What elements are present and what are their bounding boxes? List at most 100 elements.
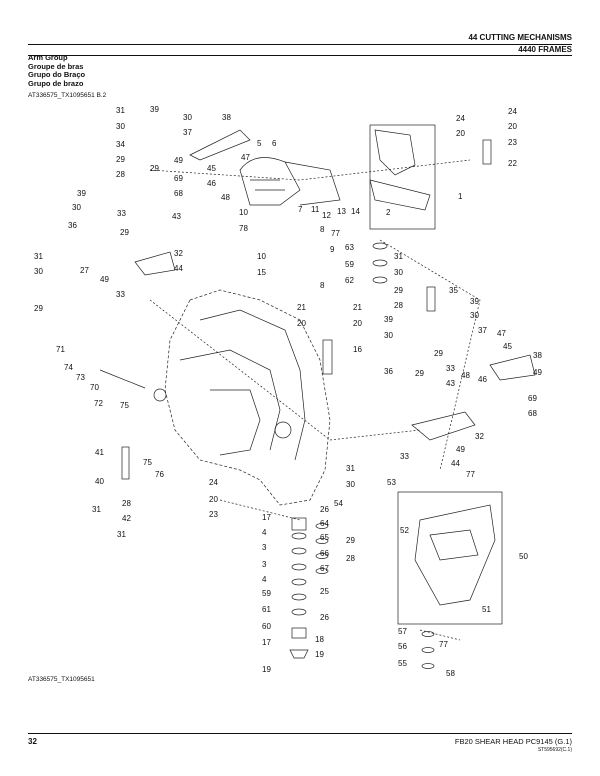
callout-49: 49 bbox=[533, 368, 542, 377]
callout-57: 57 bbox=[398, 627, 407, 636]
callout-49: 49 bbox=[456, 445, 465, 454]
callout-20: 20 bbox=[508, 122, 517, 131]
callout-56: 56 bbox=[398, 642, 407, 651]
header-divider-2 bbox=[28, 55, 572, 56]
callout-4: 4 bbox=[262, 575, 267, 584]
callout-11: 11 bbox=[311, 205, 320, 214]
callout-76: 76 bbox=[155, 470, 164, 479]
footer-divider bbox=[28, 733, 572, 734]
callout-47: 47 bbox=[241, 153, 250, 162]
callout-33: 33 bbox=[117, 209, 126, 218]
illustration-ref-bottom: AT336575_TX1095651 bbox=[28, 676, 95, 683]
callout-40: 40 bbox=[95, 477, 104, 486]
callout-26: 26 bbox=[320, 505, 329, 514]
callout-23: 23 bbox=[209, 510, 218, 519]
callout-41: 41 bbox=[95, 448, 104, 457]
callout-43: 43 bbox=[172, 212, 181, 221]
callout-6: 6 bbox=[272, 139, 277, 148]
callout-58: 58 bbox=[446, 669, 455, 678]
callout-44: 44 bbox=[174, 264, 183, 273]
callout-31: 31 bbox=[346, 464, 355, 473]
callout-17: 17 bbox=[262, 638, 271, 647]
callout-77: 77 bbox=[439, 640, 448, 649]
callout-29: 29 bbox=[394, 286, 403, 295]
callout-48: 48 bbox=[461, 371, 470, 380]
callout-8: 8 bbox=[320, 281, 325, 290]
callout-49: 49 bbox=[174, 156, 183, 165]
callout-75: 75 bbox=[120, 401, 129, 410]
callout-21: 21 bbox=[353, 303, 362, 312]
callout-3: 3 bbox=[262, 560, 267, 569]
callout-47: 47 bbox=[497, 329, 506, 338]
callout-19: 19 bbox=[315, 650, 324, 659]
callout-28: 28 bbox=[346, 554, 355, 563]
group-title-fr: Groupe de bras bbox=[28, 61, 84, 71]
callout-39: 39 bbox=[470, 297, 479, 306]
header-section: 44 CUTTING MECHANISMS bbox=[468, 33, 572, 42]
callout-2: 2 bbox=[386, 208, 391, 217]
callout-69: 69 bbox=[174, 174, 183, 183]
callout-30: 30 bbox=[72, 203, 81, 212]
callout-24: 24 bbox=[456, 114, 465, 123]
callout-23: 23 bbox=[508, 138, 517, 147]
callout-20: 20 bbox=[297, 319, 306, 328]
callout-46: 46 bbox=[207, 179, 216, 188]
diagram-linework bbox=[99, 124, 536, 669]
callout-16: 16 bbox=[353, 345, 362, 354]
callout-4: 4 bbox=[262, 528, 267, 537]
callout-29: 29 bbox=[415, 369, 424, 378]
callout-28: 28 bbox=[116, 170, 125, 179]
callout-33: 33 bbox=[400, 452, 409, 461]
callout-73: 73 bbox=[76, 373, 85, 382]
callout-14: 14 bbox=[351, 207, 360, 216]
callout-45: 45 bbox=[207, 164, 216, 173]
callout-52: 52 bbox=[400, 526, 409, 535]
group-title-pt: Grupo do Braço bbox=[28, 70, 86, 79]
callout-33: 33 bbox=[446, 364, 455, 373]
callout-31: 31 bbox=[92, 505, 101, 514]
callout-59: 59 bbox=[345, 260, 354, 269]
callout-72: 72 bbox=[94, 399, 103, 408]
callout-77: 77 bbox=[466, 470, 475, 479]
callout-5: 5 bbox=[257, 139, 262, 148]
callout-30: 30 bbox=[384, 331, 393, 340]
callout-20: 20 bbox=[353, 319, 362, 328]
callout-70: 70 bbox=[90, 383, 99, 392]
callout-29: 29 bbox=[434, 349, 443, 358]
callout-28: 28 bbox=[122, 499, 131, 508]
group-title-en: Arm Group bbox=[28, 53, 68, 62]
callout-45: 45 bbox=[503, 342, 512, 351]
illustration-ref-top: AT336575_TX1095651 B.2 bbox=[28, 92, 107, 99]
callout-30: 30 bbox=[34, 267, 43, 276]
callout-30: 30 bbox=[116, 122, 125, 131]
callout-7: 7 bbox=[298, 205, 303, 214]
callout-17: 17 bbox=[262, 513, 271, 522]
callout-15: 15 bbox=[257, 268, 266, 277]
callout-8: 8 bbox=[320, 225, 325, 234]
callout-35: 35 bbox=[449, 286, 458, 295]
callout-20: 20 bbox=[456, 129, 465, 138]
callout-9: 9 bbox=[330, 245, 335, 254]
callout-75: 75 bbox=[143, 458, 152, 467]
callout-38: 38 bbox=[222, 113, 231, 122]
callout-36: 36 bbox=[68, 221, 77, 230]
callout-29: 29 bbox=[120, 228, 129, 237]
group-title: Arm Group Groupe de bras Grupo do Braço … bbox=[28, 53, 86, 88]
callout-34: 34 bbox=[116, 140, 125, 149]
callout-62: 62 bbox=[345, 276, 354, 285]
callout-49: 49 bbox=[100, 275, 109, 284]
callout-78: 78 bbox=[239, 224, 248, 233]
callout-74: 74 bbox=[64, 363, 73, 372]
callout-28: 28 bbox=[394, 301, 403, 310]
callout-39: 39 bbox=[384, 315, 393, 324]
callout-63: 63 bbox=[345, 243, 354, 252]
callout-69: 69 bbox=[528, 394, 537, 403]
callout-71: 71 bbox=[56, 345, 65, 354]
callout-30: 30 bbox=[346, 480, 355, 489]
callout-29: 29 bbox=[346, 536, 355, 545]
callout-24: 24 bbox=[508, 107, 517, 116]
callout-30: 30 bbox=[183, 113, 192, 122]
callout-13: 13 bbox=[337, 207, 346, 216]
footer-code: ST595692(C.1) bbox=[537, 747, 572, 753]
